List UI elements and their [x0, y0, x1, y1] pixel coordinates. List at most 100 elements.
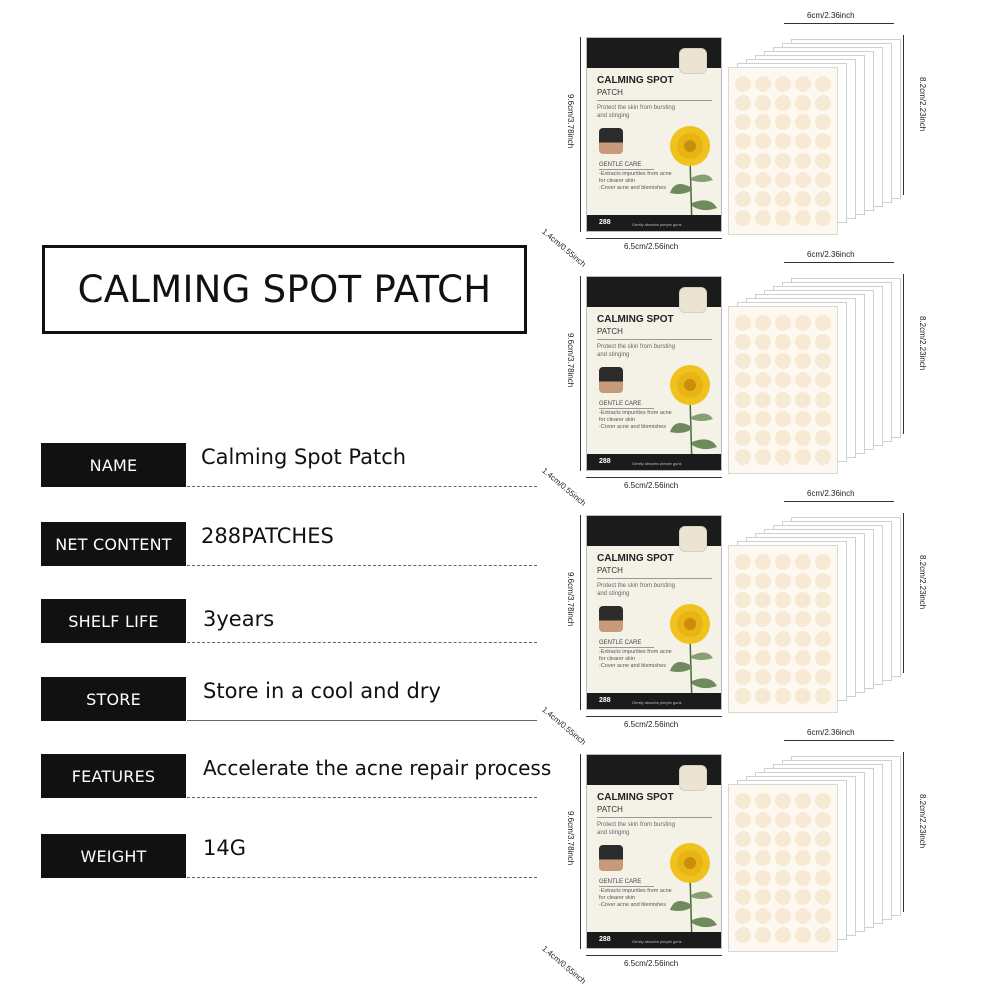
patch-dot	[774, 152, 791, 169]
box-subtitle: PATCH	[597, 566, 623, 575]
sheet-width-label: 6cm/2.36inch	[807, 11, 855, 20]
patch-dot	[755, 152, 772, 169]
patch-dot	[774, 668, 791, 685]
patch-sheet-front	[728, 784, 838, 952]
spec-value: Store in a cool and dry	[203, 679, 441, 703]
box-title: CALMING SPOT	[597, 553, 674, 564]
sheet-width-label: 6cm/2.36inch	[807, 250, 855, 259]
patch-dot	[794, 850, 811, 867]
dimension-line	[580, 37, 581, 232]
patch-dot	[755, 353, 772, 370]
spec-value: Accelerate the acne repair process	[203, 756, 552, 780]
patch-dot	[794, 391, 811, 408]
patch-dot	[814, 334, 831, 351]
dimension-line	[784, 23, 894, 24]
patch-dot	[735, 152, 752, 169]
patch-dot	[774, 448, 791, 465]
patch-dot	[735, 573, 752, 590]
patch-dot	[755, 372, 772, 389]
patch-dot	[794, 793, 811, 809]
patch-dot	[755, 429, 772, 446]
chrysanthemum-icon	[670, 365, 717, 467]
patch-dot	[794, 592, 811, 609]
patch-sheet-front	[728, 67, 838, 235]
patch-dot	[774, 209, 791, 226]
dimension-line	[580, 515, 581, 710]
patch-dot	[735, 793, 752, 809]
patch-dot	[814, 554, 831, 570]
product-box: CALMING SPOT PATCH Protect the skin from…	[586, 276, 722, 471]
dimension-line	[784, 501, 894, 502]
patch-dot	[735, 630, 752, 647]
box-bullet: -Extracts impurities from acne for clear…	[599, 410, 672, 423]
spec-divider	[187, 486, 537, 487]
box-bullets: -Extracts impurities from acne for clear…	[599, 888, 677, 909]
card-depth-label: 1.4cm/0.55inch	[540, 227, 588, 269]
patch-dot	[735, 888, 752, 905]
patch-dot	[755, 611, 772, 628]
box-subtitle: PATCH	[597, 327, 623, 336]
patch-dot	[794, 554, 811, 570]
patch-dot	[814, 831, 831, 848]
patch-dot	[814, 209, 831, 226]
patch-dot	[814, 888, 831, 905]
dimension-line	[903, 274, 904, 434]
patch-dot	[774, 171, 791, 188]
patch-dot	[794, 429, 811, 446]
patch-dot	[735, 429, 752, 446]
patch-sample-icon	[679, 287, 707, 313]
patch-dot	[774, 133, 791, 150]
dimension-line	[784, 740, 894, 741]
box-count: 288	[599, 458, 611, 465]
spec-label: WEIGHT	[41, 834, 186, 878]
patch-dot	[814, 410, 831, 427]
patch-dot	[794, 114, 811, 131]
patch-dot	[755, 907, 772, 924]
card-depth-label: 1.4cm/0.55inch	[540, 944, 588, 986]
patch-dot	[794, 668, 811, 685]
dimension-line	[903, 35, 904, 195]
patch-dot	[794, 209, 811, 226]
patch-dot	[794, 95, 811, 112]
patch-sample-icon	[679, 48, 707, 74]
patch-dot	[774, 630, 791, 647]
patch-dot	[755, 554, 772, 570]
box-divider	[597, 100, 712, 101]
patch-dot	[794, 812, 811, 829]
patch-dot	[755, 114, 772, 131]
spec-row-weight: WEIGHT 14G	[41, 834, 575, 878]
patch-dot	[735, 687, 752, 704]
spec-row-name: NAME Calming Spot Patch	[41, 443, 575, 487]
sheet-width-label: 6cm/2.36inch	[807, 489, 855, 498]
box-bullets: -Extracts impurities from acne for clear…	[599, 171, 677, 192]
product-illustration: CALMING SPOT PATCH Protect the skin from…	[540, 728, 940, 994]
box-bullet: -Extracts impurities from acne for clear…	[599, 649, 672, 662]
product-box: CALMING SPOT PATCH Protect the skin from…	[586, 515, 722, 710]
patch-dot	[774, 888, 791, 905]
box-subtitle: PATCH	[597, 88, 623, 97]
patch-dot	[755, 649, 772, 666]
patch-sample-icon	[679, 526, 707, 552]
box-bullet: -Cover acne and blemishes	[599, 902, 666, 908]
patch-dot	[774, 649, 791, 666]
patch-dot	[814, 611, 831, 628]
patch-dot	[774, 831, 791, 848]
patch-dot	[755, 687, 772, 704]
patch-dot	[755, 171, 772, 188]
patch-dot	[814, 114, 831, 131]
patch-dot	[755, 630, 772, 647]
card-depth-label: 1.4cm/0.55inch	[540, 705, 588, 747]
spec-row-features: FEATURES Accelerate the acne repair proc…	[41, 754, 575, 798]
patch-dot	[794, 152, 811, 169]
patch-dot	[794, 907, 811, 924]
box-note: Gently absorbs pimple gunk	[632, 700, 682, 705]
dimension-line	[903, 752, 904, 912]
patch-dot	[814, 95, 831, 112]
box-bottom-band	[587, 693, 721, 709]
spec-value: 288PATCHES	[201, 524, 334, 548]
dimension-line	[586, 238, 722, 239]
sheet-height-label: 8.2cm/2.23inch	[918, 316, 927, 371]
patch-dot	[774, 334, 791, 351]
spec-value: Calming Spot Patch	[201, 445, 407, 469]
card-width-label: 6.5cm/2.56inch	[624, 242, 679, 251]
